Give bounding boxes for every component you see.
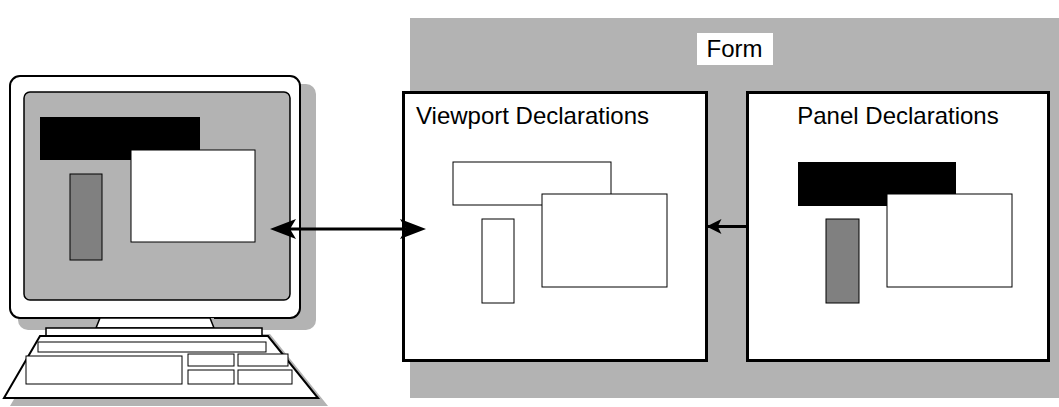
arrow-connector [708, 225, 746, 228]
monitor-housing [10, 76, 300, 318]
computer-illustration [4, 76, 328, 406]
arrow-line [284, 228, 412, 231]
window-outline [542, 194, 667, 287]
box-title: Viewport Declarations [416, 102, 649, 130]
keyboard-key [188, 370, 234, 384]
monitor-shadow [18, 84, 316, 330]
arrow-head [400, 219, 426, 239]
keyboard-key-row [38, 342, 266, 352]
window-outline [482, 219, 514, 303]
arrow-head [270, 219, 296, 239]
region-title: Form [697, 33, 773, 65]
keyboard-key [238, 370, 292, 384]
monitor-screen [24, 92, 290, 300]
viewport-windows [453, 162, 667, 303]
keyboard-key [238, 354, 288, 366]
panel-windows [798, 162, 1012, 303]
keyboard-back [46, 328, 262, 336]
keyboard [4, 336, 318, 398]
screen-grey-window [70, 174, 102, 260]
grey-panel [826, 219, 859, 303]
double-arrow [270, 219, 426, 239]
keyboard-key [188, 354, 234, 366]
keyboard-main-keys [26, 356, 182, 384]
monitor-stand [96, 318, 214, 328]
white-panel [887, 194, 1012, 287]
box-title: Panel Declarations [797, 102, 998, 130]
screen-white-window [131, 150, 255, 242]
